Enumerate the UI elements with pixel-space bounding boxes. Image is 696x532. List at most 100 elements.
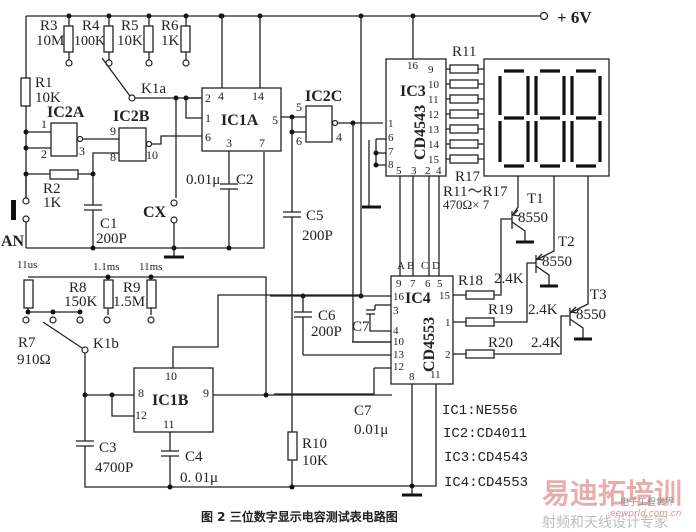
c2-value: 0.01μ (186, 172, 220, 188)
segment-resistor: 13e (428, 124, 491, 136)
timing-resistors: R3 10M R4 100K R5 10K R6 1K (36, 16, 191, 67)
bus-label: A (397, 260, 405, 272)
r9-value: 1.5M (113, 294, 145, 310)
ic1a-label: IC1A (221, 112, 259, 129)
c5-name: C5 (306, 208, 324, 224)
r17-label: R17 (455, 169, 481, 185)
pin: 7 (410, 278, 416, 290)
supply-rail: + 6V (26, 8, 592, 27)
ic2a-label: IC2A (47, 104, 85, 121)
segment-resistors: 9a10b11c12d13e14f15g (428, 64, 492, 166)
r1-name: R1 (35, 75, 53, 91)
transistor-part: 8550 (576, 307, 606, 323)
pin: 1 (41, 117, 47, 131)
c6: C6 200P (294, 293, 342, 355)
pin: 7 (388, 146, 394, 158)
digit-drivers: R18 2.4K R19 2.4K R20 2.4K T18550T28550T… (453, 191, 607, 359)
r4-name: R4 (82, 18, 100, 34)
range-label-11us: 11us (17, 259, 37, 271)
switch-k1a[interactable]: K1a (101, 57, 200, 102)
ic-list-item: IC3:CD4543 (444, 450, 528, 466)
pin: 1 (205, 111, 211, 125)
pin: 3 (393, 305, 399, 317)
pin: 12 (393, 361, 404, 373)
pin: 15 (428, 154, 440, 166)
pin: 14 (428, 139, 440, 151)
pin: 1 (445, 317, 451, 329)
r11-label: R11 (452, 44, 476, 60)
pin: 6 (205, 130, 211, 144)
r20-name: R20 (488, 335, 513, 351)
switch-k1b[interactable]: K1b (42, 321, 119, 354)
r3-value: 10M (36, 33, 64, 49)
pin: 3 (226, 136, 232, 150)
r7-value: 910Ω (17, 352, 51, 368)
range-label-11ms: 11ms (139, 261, 162, 273)
pin: 8 (110, 150, 116, 164)
c6-value: 200P (311, 324, 342, 340)
transistor-name: T1 (527, 191, 544, 207)
pushbutton-an[interactable]: AN (1, 174, 30, 250)
c3-value: 4700P (95, 460, 133, 476)
ic2b-label: IC2B (113, 108, 150, 125)
r3-name: R3 (40, 18, 58, 34)
c4-name: C4 (185, 449, 203, 465)
transistor-part: 8550 (542, 254, 572, 270)
pin: 4 (436, 165, 442, 177)
ic2c-gate: IC2C 5 6 4 (281, 88, 383, 148)
pin: 11 (430, 369, 441, 381)
pin: 5 (396, 165, 402, 177)
ic4-part: CD4553 (421, 317, 438, 372)
figure-caption: 图 2 三位数字显示电容测试表电路图 (201, 509, 398, 524)
r1-value: 10K (35, 90, 61, 106)
pin: 3 (411, 165, 417, 177)
pin: 6 (296, 134, 302, 148)
pin: 1 (388, 118, 394, 130)
r8-name: R8 (69, 280, 87, 296)
ic2b-gate: IC2B 9 8 10 (92, 108, 204, 174)
r19-name: R19 (488, 302, 513, 318)
pin: 9 (396, 278, 402, 290)
ic4-label: IC4 (405, 290, 431, 307)
pin: 16 (407, 60, 419, 72)
pin: 9 (428, 64, 434, 76)
ic2c-label: IC2C (305, 88, 342, 105)
seven-segment-display (483, 58, 610, 300)
ic1b-label: IC1B (152, 392, 189, 409)
r2-value: 1K (43, 195, 62, 211)
bus-label: C (421, 260, 428, 272)
pin: 6 (388, 132, 394, 144)
pin: 9 (110, 124, 116, 138)
r8-value: 150K (64, 294, 98, 310)
ic3-part: CD4543 (412, 105, 429, 160)
watermark-main: 易迪拓培训 (542, 477, 682, 510)
r5-value: 10K (117, 33, 143, 49)
bus-label: D (432, 260, 440, 272)
digit (498, 69, 530, 168)
pin: 10 (393, 336, 405, 348)
ic2a-gate: IC2A 1 2 3 (26, 104, 119, 161)
r4-value: 100K (74, 34, 105, 49)
pin: 5 (272, 113, 278, 127)
r7-name: R7 (18, 335, 36, 351)
watermark-badge: 电子工程世界 (620, 496, 674, 508)
ic4-cd4553: A B C D 9 7 6 5 IC4 CD4553 16 3 4 10 13 … (270, 260, 454, 497)
pin: 10 (165, 369, 177, 383)
pin: 4 (218, 89, 224, 103)
pin: 12 (135, 408, 147, 422)
pin: 9 (203, 386, 209, 400)
pin: 8 (138, 386, 144, 400)
pin: 4 (393, 325, 399, 337)
ic-list: IC1:NE556 IC2:CD4011 IC3:CD4543 IC4:CD45… (442, 403, 528, 491)
c5-value: 200P (302, 228, 333, 244)
c7-value: 0.01μ (354, 422, 388, 438)
c2-name: C2 (236, 172, 254, 188)
pin: 15 (439, 290, 451, 302)
range-label-1-1ms: 1.1ms (93, 261, 120, 273)
watermark: 易迪拓培训 射频和天线设计专家 eeworld.com.cn 电子工程世界 (542, 477, 682, 531)
pin: 5 (296, 100, 302, 114)
cx-terminals[interactable]: CX (143, 98, 178, 248)
r11-r17-label: R11～R17 (443, 184, 508, 200)
ic-list-item: IC4:CD4553 (444, 475, 528, 491)
